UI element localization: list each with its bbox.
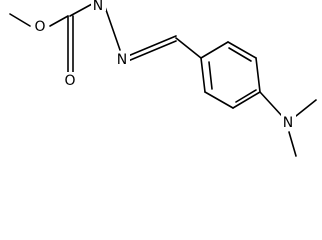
bond-imine-c-ring (175, 37, 202, 59)
bond-amine-methyl-down (288, 131, 297, 157)
bond-ring-amine-n (259, 91, 283, 117)
bond-nh-n (103, 3, 121, 51)
bond-methyl-ester-o (9, 13, 31, 27)
ester-oxygen-label: O (34, 19, 45, 35)
bond-ester-o-carbonyl-c (49, 15, 69, 27)
atom-amine-nitrogen: N (281, 113, 296, 131)
atom-hydrazine-nh: H N (91, 0, 106, 14)
carbonyl-oxygen-label: O (64, 73, 75, 89)
bond-imine-double (127, 35, 177, 62)
bond-carbonyl-double (67, 15, 74, 73)
atom-ester-oxygen: O (33, 18, 47, 35)
amine-n-label: N (283, 115, 293, 131)
atom-imine-nitrogen: N (115, 51, 130, 68)
benzene-ring (200, 41, 261, 109)
chemical-structure-diagram: O O H N N N (9, 0, 317, 157)
imine-n-label: N (117, 52, 127, 68)
bond-carbonyl-c-nh (69, 3, 93, 17)
atom-carbonyl-oxygen: O (63, 72, 77, 89)
hydrazine-n-label: N (93, 0, 103, 14)
bond-amine-methyl-up (295, 99, 317, 117)
